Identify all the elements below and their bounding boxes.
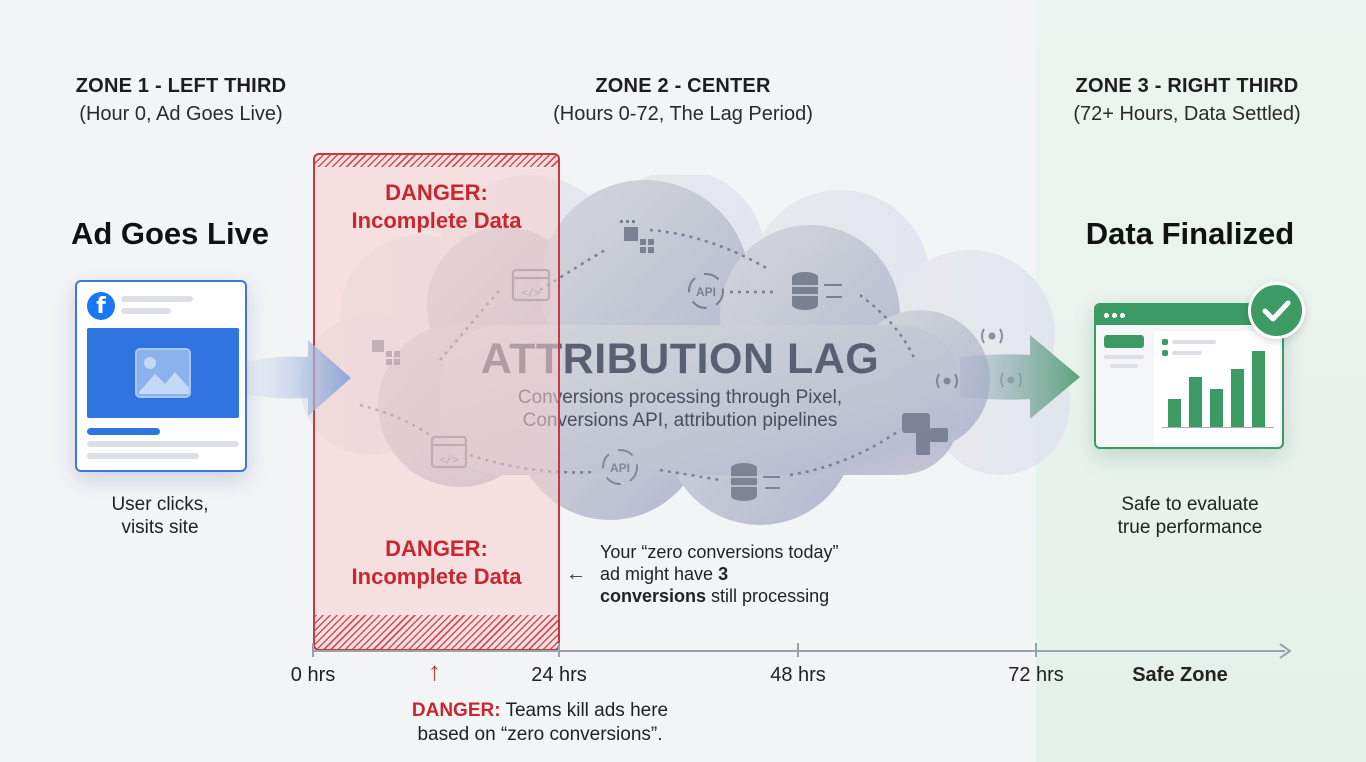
checkmark-icon [1248, 282, 1305, 339]
note-text-pre: Your “zero conversions today” ad might h… [600, 542, 839, 584]
data-finalized-heading: Data Finalized [1085, 216, 1295, 251]
zone-2-header: ZONE 2 - CENTER (Hours 0-72, The Lag Per… [513, 75, 853, 126]
danger-kill-note: DANGER: Teams kill ads here based on “ze… [380, 699, 700, 747]
chart-baseline [1162, 427, 1274, 428]
sidebar-line [1110, 364, 1138, 368]
danger-text: Teams kill ads here [500, 700, 669, 721]
legend-dot [1162, 350, 1168, 356]
sidebar-line [1104, 355, 1144, 359]
chart-panel [1154, 331, 1280, 443]
checkmark-glyph-icon [1262, 300, 1291, 322]
danger-prefix: DANGER: [411, 700, 501, 721]
ad-goes-live-heading: Ad Goes Live [70, 216, 270, 251]
up-arrow-icon: ↑ [428, 656, 441, 686]
flow-arrow-left-icon [246, 340, 351, 416]
facebook-icon: f [87, 292, 115, 320]
analytics-dashboard [1094, 303, 1284, 449]
danger-top-line-1: DANGER: [385, 180, 488, 205]
zone-3-header: ZONE 3 - RIGHT THIRD (72+ Hours, Data Se… [1017, 75, 1357, 126]
timeline-tick-label: 72 hrs [1008, 664, 1064, 686]
note-text-post: still processing [706, 586, 830, 606]
attribution-lag-subtitle: Conversions processing through Pixel, Co… [280, 386, 1080, 432]
finalized-caption-line-2: true performance [1117, 517, 1263, 538]
note-bold-conversions: conversions [600, 586, 707, 606]
left-arrow-icon: ← [566, 563, 586, 585]
flow-arrow-right-icon [960, 335, 1080, 419]
placeholder-line [121, 296, 193, 302]
hatch-pattern-top [315, 155, 558, 167]
timeline-tick-label: 0 hrs [290, 664, 336, 686]
legend-line [1172, 351, 1202, 355]
ad-caption-line-2: visits site [121, 517, 199, 538]
timeline-axis [313, 650, 1285, 652]
placeholder-line [87, 428, 160, 435]
danger-top-line-2: Incomplete Data [351, 208, 522, 233]
chart-bar [1189, 377, 1202, 427]
danger-label-bottom: DANGER: Incomplete Data [315, 535, 558, 591]
window-dot [1120, 313, 1125, 318]
zone-2-title: ZONE 2 - CENTER [595, 75, 771, 97]
timeline-tick-label: 24 hrs [531, 664, 587, 686]
axis-arrowhead-icon [1279, 643, 1292, 659]
danger-zone-box: DANGER: Incomplete Data DANGER: Incomple… [313, 153, 560, 651]
ad-creative-image [87, 328, 239, 418]
danger-label-top: DANGER: Incomplete Data [315, 179, 558, 235]
window-dot [1112, 313, 1117, 318]
chart-bar [1252, 351, 1265, 427]
processing-note: Your “zero conversions today” ad might h… [600, 541, 860, 607]
timeline-tick [312, 643, 314, 657]
placeholder-line [121, 308, 171, 314]
zone-2-subtitle: (Hours 0-72, The Lag Period) [553, 103, 813, 125]
bar-chart [1168, 347, 1268, 427]
legend-dot [1162, 339, 1168, 345]
ad-caption-line-1: User clicks, [111, 494, 209, 515]
zone-3-subtitle: (72+ Hours, Data Settled) [1073, 103, 1301, 125]
legend-line [1172, 340, 1216, 344]
svg-text:API: API [696, 285, 716, 299]
window-dot [1104, 313, 1109, 318]
timeline-tick [797, 643, 799, 657]
timeline-tick [1035, 643, 1037, 657]
chart-bar [1231, 369, 1244, 427]
danger-text-2: based on “zero conversions”. [417, 724, 663, 745]
zone-1-header: ZONE 1 - LEFT THIRD (Hour 0, Ad Goes Liv… [11, 75, 351, 126]
danger-bottom-line-2: Incomplete Data [351, 564, 522, 589]
zone-1-subtitle: (Hour 0, Ad Goes Live) [79, 103, 283, 125]
ad-caption: User clicks, visits site [60, 493, 260, 539]
facebook-ad-card: f [75, 280, 247, 472]
timeline-tick [558, 643, 560, 657]
svg-text:API: API [610, 461, 630, 475]
chart-bar [1168, 399, 1181, 427]
danger-bottom-line-1: DANGER: [385, 536, 488, 561]
safe-zone-label: Safe Zone [1132, 664, 1228, 686]
zone-3-title: ZONE 3 - RIGHT THIRD [1075, 75, 1299, 97]
finalized-caption: Safe to evaluate true performance [1090, 493, 1290, 539]
image-icon [135, 348, 191, 398]
cloud-subtitle-line-1: Conversions processing through Pixel, [517, 387, 843, 408]
finalized-caption-line-1: Safe to evaluate [1121, 494, 1259, 515]
placeholder-line [87, 453, 199, 459]
zone-1-title: ZONE 1 - LEFT THIRD [75, 75, 287, 97]
chart-bar [1210, 389, 1223, 427]
sidebar-block [1104, 335, 1144, 348]
note-bold-count: 3 [718, 564, 729, 584]
placeholder-line [87, 441, 239, 447]
dashboard-titlebar [1096, 305, 1282, 325]
hatch-pattern-bottom [315, 615, 558, 649]
timeline-tick-label: 48 hrs [770, 664, 826, 686]
cloud-subtitle-line-2: Conversions API, attribution pipelines [522, 410, 838, 431]
